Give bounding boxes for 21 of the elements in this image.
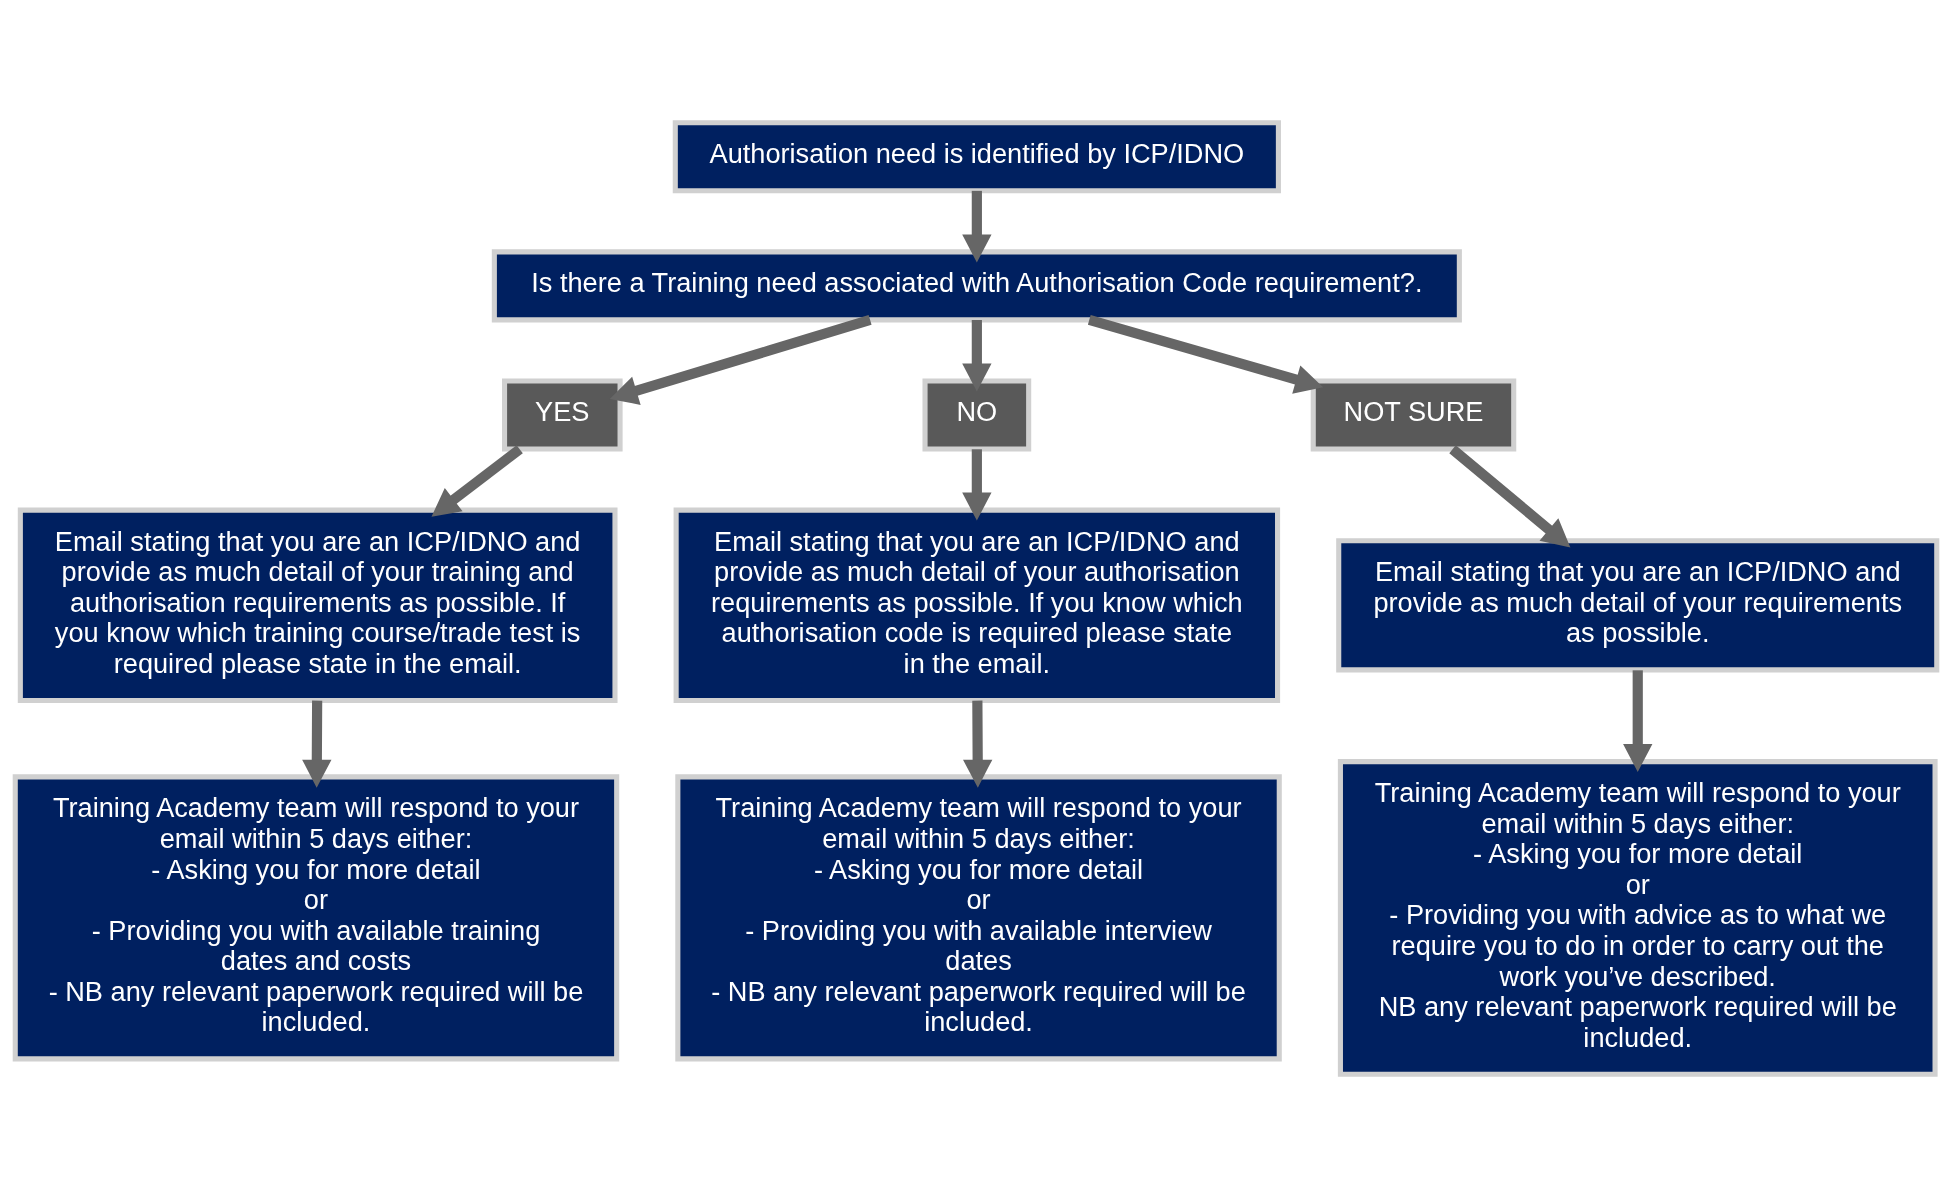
node-box: Is there a Training need associated with Authorisation Code requirement?.: [491, 248, 1462, 322]
node-box: Training Academy team will respond to your email within 5 days either: - Asking you for more detail or - Providing you with available interview dates - NB any relevant paperwork required will be included.: [675, 773, 1282, 1061]
arrow: [962, 190, 992, 262]
arrow: [962, 448, 992, 521]
node-box: Authorisation need is identified by ICP/IDNO: [672, 119, 1281, 193]
node-box: Training Academy team will respond to your email within 5 days either: - Asking you for more detail or - Providing you with available training dates and costs - NB any relevant paperwork required will be included.: [12, 773, 620, 1061]
arrow: [431, 444, 523, 517]
node-box: NO: [922, 378, 1032, 452]
node-box: NOT SURE: [1310, 378, 1517, 452]
arrow: [609, 314, 872, 405]
node-box: Email stating that you are an ICP/IDNO and provide as much detail of your training and authorisation requirements as possible. If you know which training course/trade test is required please state in the email.: [17, 507, 618, 703]
arrow: [1623, 669, 1653, 772]
node-box: Email stating that you are an ICP/IDNO and provide as much detail of your authorisation requirements as possible. If you know which authorisation code is required please state in the email.: [673, 507, 1281, 703]
arrow: [962, 319, 992, 392]
arrow: [1449, 444, 1571, 547]
arrow: [302, 700, 332, 788]
node-box: YES: [502, 378, 623, 452]
node-box: Email stating that you are an ICP/IDNO and provide as much detail of your requirements as possible.: [1336, 537, 1940, 672]
arrow: [963, 700, 993, 788]
arrow: [1087, 314, 1324, 394]
node-box: Training Academy team will respond to your email within 5 days either: - Asking you for more detail or - Providing you with advice as to what we require you to do in order to carry out the work you’ve described. NB any relevant paperwork required will be included.: [1337, 758, 1938, 1077]
